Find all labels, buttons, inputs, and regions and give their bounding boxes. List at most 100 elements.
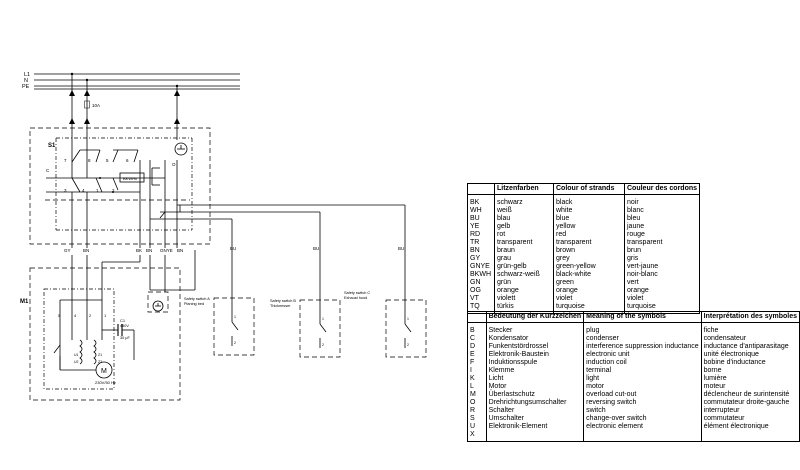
table-cell: violet [623,295,700,303]
table-cell: motor [583,383,702,391]
table-cell: electronic element [583,423,702,431]
table-cell: light [583,375,702,383]
table-cell: gris [623,255,700,263]
header-cell [467,183,495,195]
table-cell: moteur [700,383,800,391]
table-cell: K [470,375,475,382]
table-cell: change-over switch [583,415,702,423]
table-cell: M [470,391,476,398]
svg-text:2: 2 [89,313,92,318]
table-cell: C [470,335,476,342]
table-cell: YE [470,223,480,230]
table-cell: weiß [494,207,554,215]
table-cell: Überlastschutz [485,391,584,399]
table-cell: schwarz [494,194,554,207]
table-cell: blue [553,215,625,223]
table-cell: GNYE [470,263,490,270]
table-cell: GY [470,255,481,262]
table-cell: orange [553,287,625,295]
svg-text:GNYE: GNYE [160,248,173,253]
table-cell: GN [470,279,481,286]
table-cell: déclencheur de surintensité [700,391,800,399]
table-cell: R [470,407,476,414]
safety-switch-c-label: Safety switch C [344,291,370,295]
svg-text:7: 7 [64,158,67,163]
svg-text:BN: BN [83,248,89,253]
table-cell: blau [494,215,554,223]
header-cell: Bedeutung der Kurzzeichen [485,311,584,323]
table-cell: BK [470,199,480,206]
table-cell: rouge [623,231,700,239]
table-cell: lumière [700,375,800,383]
table-cell: OG [470,287,481,294]
table-cell: transparent [494,239,554,247]
svg-text:2: 2 [234,341,236,345]
svg-text:1: 1 [104,313,107,318]
supply-lines: L1 N PE [22,72,240,90]
table-cell: condenser [583,335,702,343]
table-cell: borne [700,367,800,375]
table-cell: grau [494,255,554,263]
table-cell: induction coil [583,359,702,367]
svg-text:3: 3 [64,188,67,193]
table-cell: O [470,399,476,406]
header-cell [467,311,487,323]
table-cell: TR [470,239,480,246]
svg-text:2: 2 [322,343,324,347]
table-cell: L [470,383,474,390]
fuse-label: 10A [92,103,100,108]
svg-text:BU: BU [313,246,319,251]
svg-text:4: 4 [74,313,77,318]
svg-text:Exhaust hood: Exhaust hood [344,296,367,300]
table-cell: black [553,194,625,207]
table-cell: BKWH [470,271,491,278]
capacitor-label: C1 [120,318,126,323]
table-cell: transparent [623,239,700,247]
table-cell: Licht [485,375,584,383]
svg-text:BU: BU [230,246,236,251]
svg-text:GY: GY [64,248,71,253]
header-cell: Meaning of the symbols [583,311,702,323]
table-cell: interference suppression inductance [583,343,702,351]
svg-text:BK: BK [136,248,142,253]
table-cell: commutateur [700,415,800,423]
svg-text:1: 1 [407,317,409,321]
table-cell: Schalter [485,407,584,415]
svg-text:30 μF: 30 μF [120,336,130,340]
table-cell: grün [494,279,554,287]
svg-text:2: 2 [112,188,115,193]
table-cell: plug [583,322,702,335]
table-cell: noir-blanc [623,271,700,279]
motor-symbol: M [101,368,107,375]
table-cell: jaune [623,223,700,231]
table-cell: switch [583,407,702,415]
table-cell: türkis [494,303,554,314]
table-cell: BU [470,215,480,222]
table-cell: transparent [553,239,625,247]
table-cell: brown [553,247,625,255]
table-cell: B [470,327,475,334]
table-cell: D [470,343,476,350]
table-cell: commutateur droite-gauche [700,399,800,407]
svg-text:1: 1 [322,317,324,321]
safety-switch-b: Safety switch B Thicknesser 1 2 [270,299,341,358]
table-cell: fiche [700,322,800,335]
svg-text:1: 1 [96,188,99,193]
s1-label: S1 [48,143,56,149]
table-cell: yellow [553,223,625,231]
